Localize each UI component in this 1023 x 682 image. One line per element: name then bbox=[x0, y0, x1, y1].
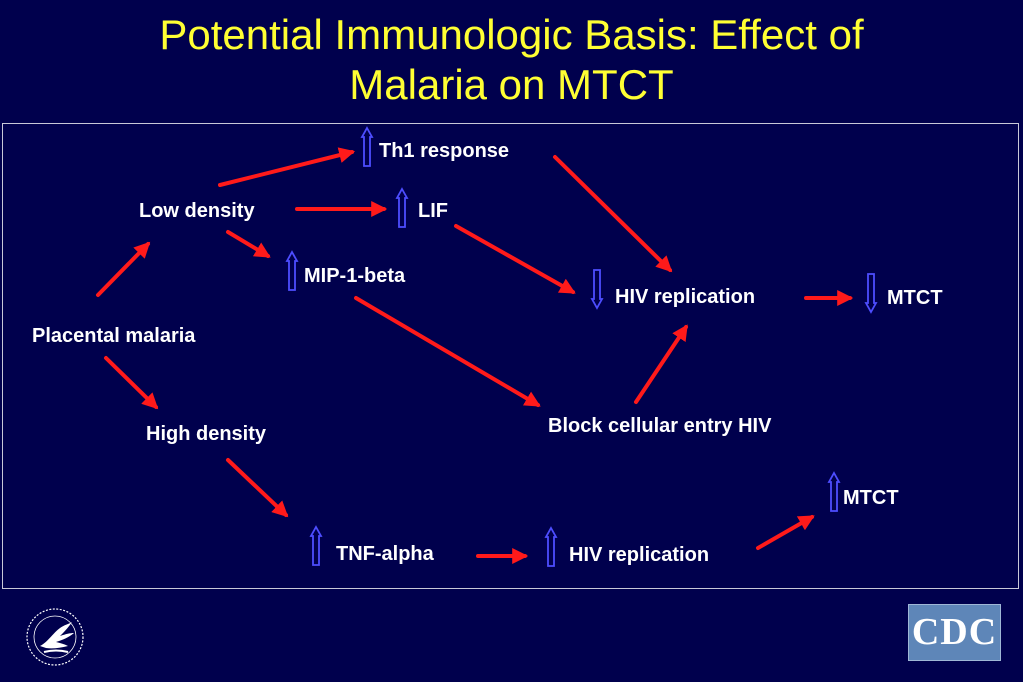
up-arrow-icon-th1-response bbox=[360, 126, 374, 167]
arrow-lif-to-hivrep bbox=[454, 224, 576, 294]
arrow-block-to-hivrep bbox=[634, 324, 688, 404]
arrow-th1-to-hivrep bbox=[553, 155, 673, 273]
arrow-low-to-mip bbox=[226, 230, 271, 258]
diagram-panel bbox=[2, 123, 1019, 589]
node-low-density: Low density bbox=[139, 200, 255, 222]
node-mtct-down: MTCT bbox=[887, 287, 943, 309]
title-line-2: Malaria on MTCT bbox=[349, 61, 674, 108]
up-arrow-icon-mtct-up bbox=[827, 471, 841, 512]
node-mtct-up: MTCT bbox=[843, 487, 899, 509]
arrow-high-to-tnf bbox=[226, 458, 289, 518]
cdc-logo: CDC bbox=[908, 604, 1001, 661]
up-arrow-icon-tnf-alpha bbox=[309, 525, 323, 566]
arrow-low-to-th1 bbox=[218, 147, 356, 187]
node-th1-response: Th1 response bbox=[379, 140, 510, 162]
up-arrow-icon-mip1beta bbox=[285, 250, 299, 291]
node-placental-malaria: Placental malaria bbox=[32, 325, 196, 347]
node-high-density: High density bbox=[146, 423, 267, 445]
title-line-1: Potential Immunologic Basis: Effect of bbox=[159, 11, 864, 58]
node-hiv-replication-down: HIV replication bbox=[615, 286, 756, 308]
node-mip1beta: MIP-1-beta bbox=[304, 265, 406, 287]
hhs-seal-icon bbox=[26, 608, 84, 666]
node-lif: LIF bbox=[418, 200, 448, 222]
node-tnf-alpha: TNF-alpha bbox=[336, 543, 434, 565]
arrow-malaria-to-low bbox=[96, 241, 151, 297]
arrow-mip-to-block bbox=[354, 296, 541, 407]
down-arrow-icon-hiv-replication-down bbox=[590, 269, 604, 310]
node-block-entry: Block cellular entry HIV bbox=[548, 415, 772, 437]
node-hiv-replication-up: HIV replication bbox=[569, 544, 710, 566]
down-arrow-icon-mtct-down bbox=[864, 273, 878, 314]
up-arrow-icon-hiv-replication-up bbox=[544, 526, 558, 567]
arrow-hivrep-to-mtct-up bbox=[756, 515, 815, 550]
arrow-malaria-to-high bbox=[104, 356, 159, 410]
up-arrow-icon-lif bbox=[395, 187, 409, 228]
slide-title: Potential Immunologic Basis: Effect of M… bbox=[0, 10, 1023, 110]
